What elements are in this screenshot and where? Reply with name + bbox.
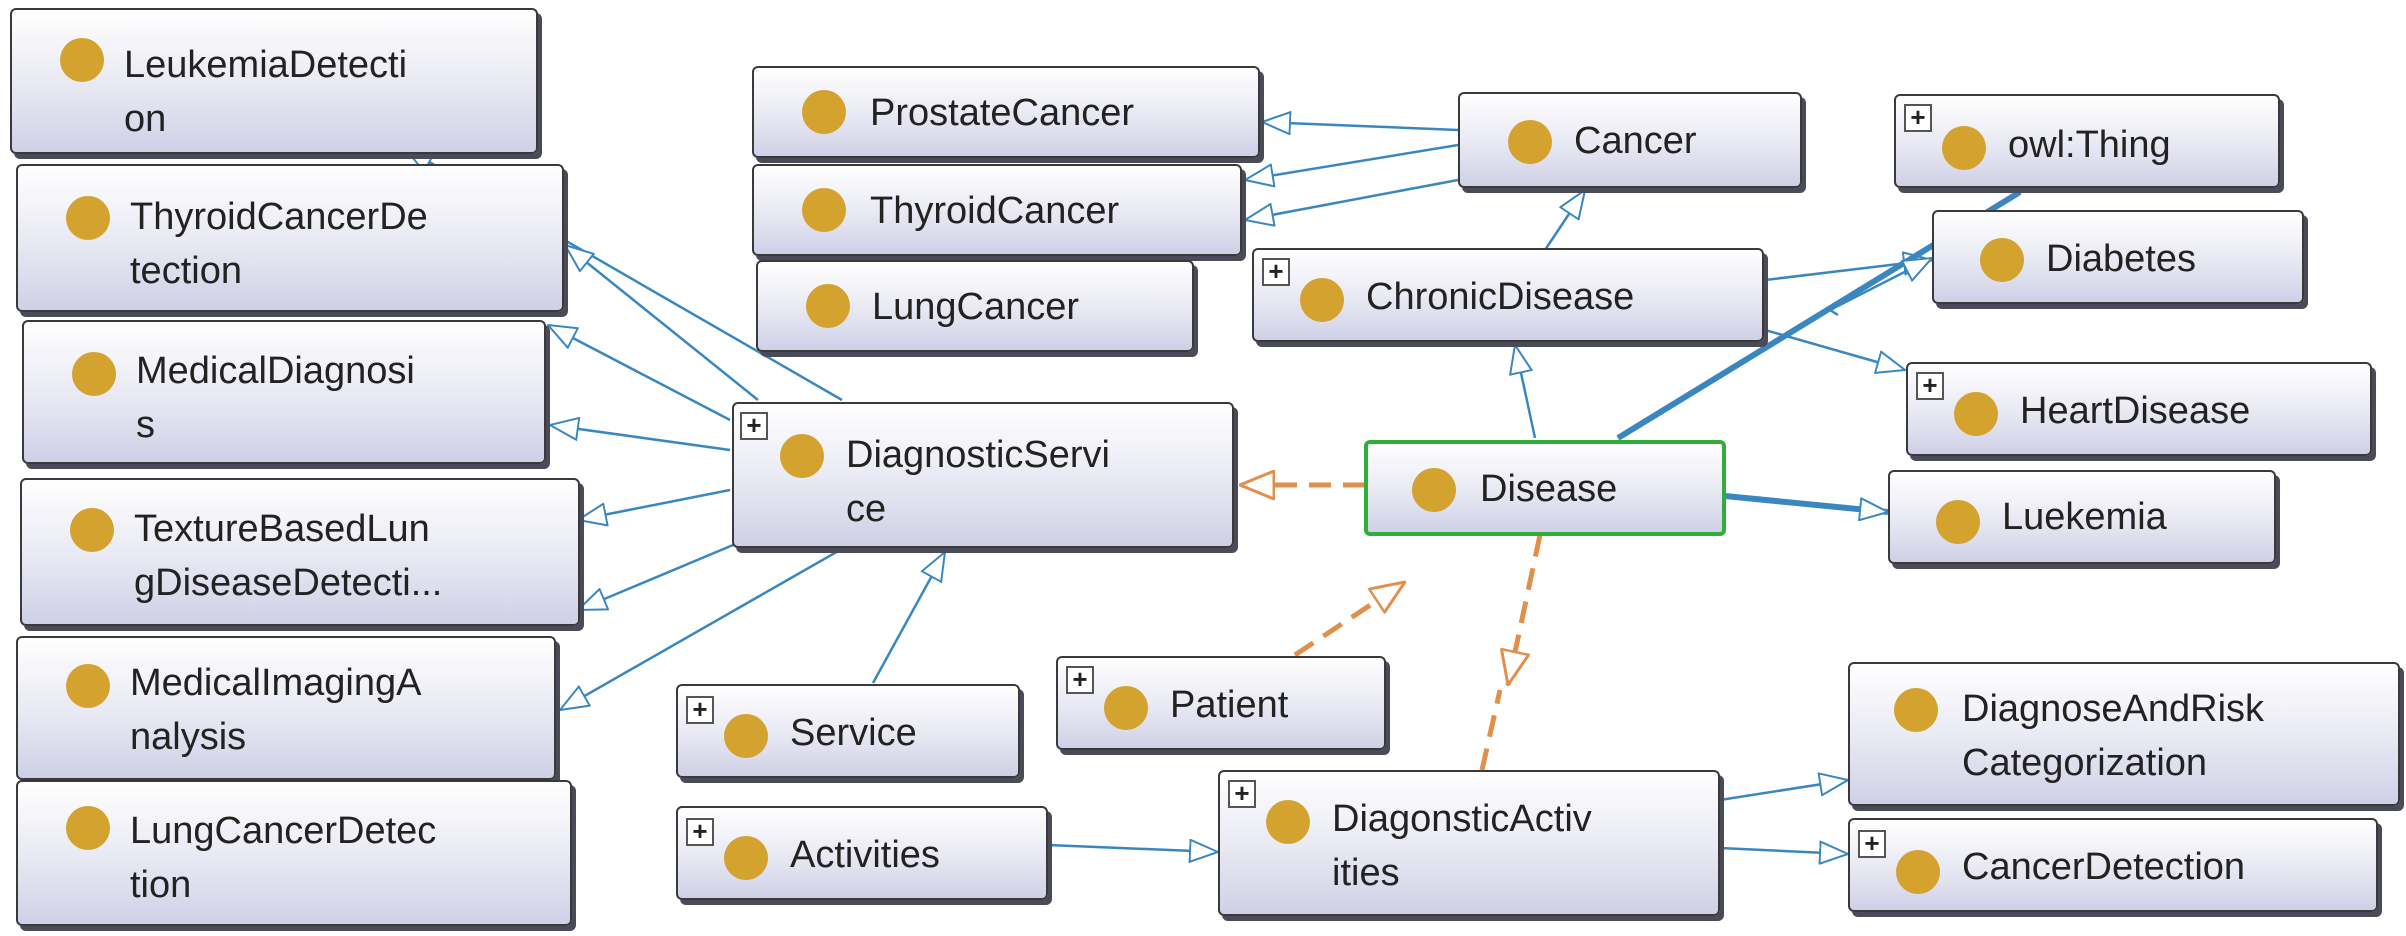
node-label: Disease xyxy=(1480,468,1618,510)
node-diagnose-risk[interactable]: DiagnoseAndRisk Categorization xyxy=(1848,662,2400,806)
node-service[interactable]: + Service xyxy=(676,684,1020,778)
node-label: MedicalImagingA nalysis xyxy=(130,662,422,758)
node-texture-based[interactable]: TextureBasedLun gDiseaseDetecti... xyxy=(20,478,580,626)
class-dot-icon xyxy=(724,714,768,758)
node-diagonstic-activities[interactable]: + DiagonsticActiv ities xyxy=(1218,770,1720,916)
edge-medical-diagnosis-2 xyxy=(550,425,731,452)
node-chronic-disease[interactable]: + ChronicDisease xyxy=(1252,248,1764,342)
node-cancer-detection[interactable]: + CancerDetection xyxy=(1848,818,2378,912)
edge-patient-disease xyxy=(1293,582,1405,658)
class-dot-icon xyxy=(70,508,114,552)
edge-thyroid-cancer-2 xyxy=(1245,178,1459,220)
class-dot-icon xyxy=(1894,688,1938,732)
edge-medical-diagnosis xyxy=(548,325,731,422)
edge-diag-cancer-detection xyxy=(1719,848,1848,854)
class-dot-icon xyxy=(1412,468,1456,512)
node-label: owl:Thing xyxy=(2008,124,2171,166)
node-label: Cancer xyxy=(1574,120,1697,162)
plus-expand-icon[interactable]: + xyxy=(740,412,768,440)
plus-expand-icon[interactable]: + xyxy=(1228,780,1256,808)
node-label: Diabetes xyxy=(2046,238,2196,280)
class-dot-icon xyxy=(66,664,110,708)
edge-disease-luekemia xyxy=(1724,493,1888,512)
class-dot-icon xyxy=(780,434,824,478)
class-dot-icon xyxy=(802,188,846,232)
plus-expand-icon[interactable]: + xyxy=(1904,104,1932,132)
class-dot-icon xyxy=(1942,126,1986,170)
edge-activities xyxy=(1047,845,1218,852)
node-thyroid-cancer-detection[interactable]: ThyroidCancerDe tection xyxy=(16,164,564,312)
class-dot-icon xyxy=(66,806,110,850)
class-dot-icon xyxy=(1896,850,1940,894)
node-cancer[interactable]: Cancer xyxy=(1458,92,1802,188)
class-dot-icon xyxy=(1508,120,1552,164)
class-dot-icon xyxy=(1936,500,1980,544)
node-activities[interactable]: + Activities xyxy=(676,806,1048,900)
class-dot-icon xyxy=(66,196,110,240)
node-label: ChronicDisease xyxy=(1366,276,1635,318)
class-dot-icon xyxy=(724,836,768,880)
node-thyroid-cancer[interactable]: ThyroidCancer xyxy=(752,164,1242,256)
class-dot-icon xyxy=(60,38,104,82)
node-label: Luekemia xyxy=(2002,496,2167,538)
plus-expand-icon[interactable]: + xyxy=(1858,830,1886,858)
edge-prostate xyxy=(1262,122,1459,130)
node-label: LeukemiaDetecti on xyxy=(124,44,408,140)
edge-medical-imaging xyxy=(560,548,841,710)
node-label: MedicalDiagnosi s xyxy=(136,350,415,446)
edge-thyroid-cancer xyxy=(1245,143,1459,180)
plus-expand-icon[interactable]: + xyxy=(686,696,714,724)
edge-disease-diag-activities xyxy=(1508,534,1543,685)
node-label: TextureBasedLun gDiseaseDetecti... xyxy=(134,508,443,604)
edge-texture-based xyxy=(578,488,731,520)
edge-service xyxy=(871,552,945,684)
class-dot-icon xyxy=(1104,686,1148,730)
node-heart-disease[interactable]: + HeartDisease xyxy=(1906,362,2372,456)
node-label: CancerDetection xyxy=(1962,846,2246,888)
node-disease[interactable]: Disease xyxy=(1364,440,1726,536)
node-label: DiagonsticActiv ities xyxy=(1332,798,1592,894)
class-dot-icon xyxy=(1266,800,1310,844)
edge-thyroid-cancer-detection xyxy=(565,245,759,401)
class-dot-icon xyxy=(1300,278,1344,322)
node-prostate-cancer[interactable]: ProstateCancer xyxy=(752,66,1260,158)
node-owl-thing[interactable]: + owl:Thing xyxy=(1894,94,2280,188)
plus-expand-icon[interactable]: + xyxy=(1262,258,1290,286)
node-label: Patient xyxy=(1170,684,1289,726)
plus-expand-icon[interactable]: + xyxy=(1066,666,1094,694)
class-dot-icon xyxy=(1980,238,2024,282)
node-label: LungCancerDetec tion xyxy=(130,810,437,906)
node-lung-cancer-detection[interactable]: LungCancerDetec tion xyxy=(16,780,572,926)
node-label: DiagnoseAndRisk Categorization xyxy=(1962,688,2265,784)
node-medical-diagnosis[interactable]: MedicalDiagnosi s xyxy=(22,320,546,464)
node-label: Activities xyxy=(790,834,940,876)
edge-chronic-cancer xyxy=(1543,190,1585,251)
node-lung-cancer[interactable]: LungCancer xyxy=(756,260,1194,352)
node-diabetes[interactable]: Diabetes xyxy=(1932,210,2304,304)
node-medical-imaging[interactable]: MedicalImagingA nalysis xyxy=(16,636,556,780)
node-label: DiagnosticServi ce xyxy=(846,434,1110,530)
class-dot-icon xyxy=(806,284,850,328)
plus-expand-icon[interactable]: + xyxy=(686,818,714,846)
class-dot-icon xyxy=(1954,392,1998,436)
class-dot-icon xyxy=(72,352,116,396)
plus-expand-icon[interactable]: + xyxy=(1916,372,1944,400)
node-label: HeartDisease xyxy=(2020,390,2251,432)
node-diagnostic-service[interactable]: + DiagnosticServi ce xyxy=(732,402,1234,548)
node-label: ThyroidCancer xyxy=(870,190,1120,232)
node-label: ThyroidCancerDe tection xyxy=(130,196,428,292)
edge-diag-activities-up xyxy=(1479,689,1503,771)
node-leukemia-detection[interactable]: LeukemiaDetecti on xyxy=(10,8,538,154)
node-patient[interactable]: + Patient xyxy=(1056,656,1386,750)
node-luekemia[interactable]: Luekemia xyxy=(1888,470,2276,564)
node-label: LungCancer xyxy=(872,286,1080,328)
edge-texture-based-2 xyxy=(578,538,746,612)
edge-owlthing-diabetes xyxy=(1827,258,1932,317)
class-dot-icon xyxy=(802,90,846,134)
edge-diag-risk xyxy=(1719,780,1848,802)
node-label: ProstateCancer xyxy=(870,92,1135,134)
edge-disease-chronic xyxy=(1515,345,1537,439)
node-label: Service xyxy=(790,712,917,754)
